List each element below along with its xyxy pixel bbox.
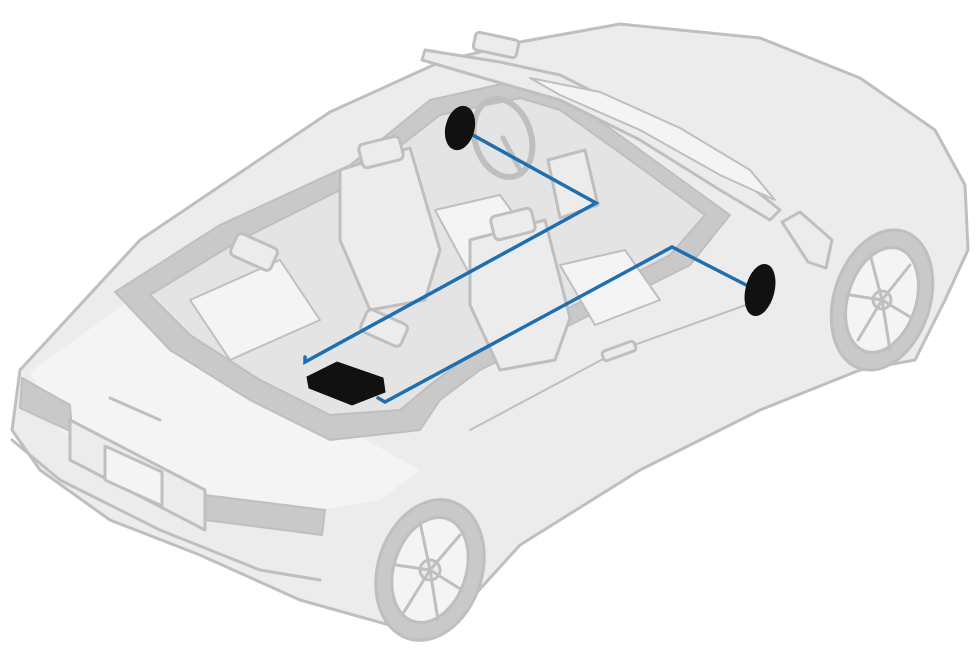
trunk-lip — [108, 396, 162, 422]
wire-to-front-right-speaker — [376, 245, 754, 405]
windshield-glass — [529, 77, 776, 201]
passenger-headrest — [489, 206, 537, 242]
dashboard-screen — [546, 148, 600, 220]
driver-seat-back — [338, 146, 442, 312]
driver-headrest — [357, 134, 405, 170]
rear-bumper — [10, 438, 322, 582]
steering-column — [500, 135, 523, 173]
convertible-car-illustration — [10, 22, 970, 642]
rear-seat-bench — [189, 259, 321, 361]
rear-wheel — [374, 498, 486, 642]
license-plate — [103, 444, 164, 508]
side-mirror — [780, 210, 834, 270]
speaker-left-icon — [444, 105, 476, 151]
rear-headrest-left — [229, 232, 279, 272]
front-wheel — [829, 228, 935, 372]
steering-wheel — [470, 95, 536, 181]
windshield — [420, 48, 782, 222]
speaker-wiring — [303, 126, 754, 405]
audio-components — [306, 105, 776, 406]
amplifier-box-icon — [306, 361, 386, 406]
rearview-mirror — [471, 30, 521, 60]
wire-to-front-left-speaker — [303, 126, 600, 365]
door-handle — [600, 339, 638, 363]
speaker-right-icon — [744, 264, 776, 316]
